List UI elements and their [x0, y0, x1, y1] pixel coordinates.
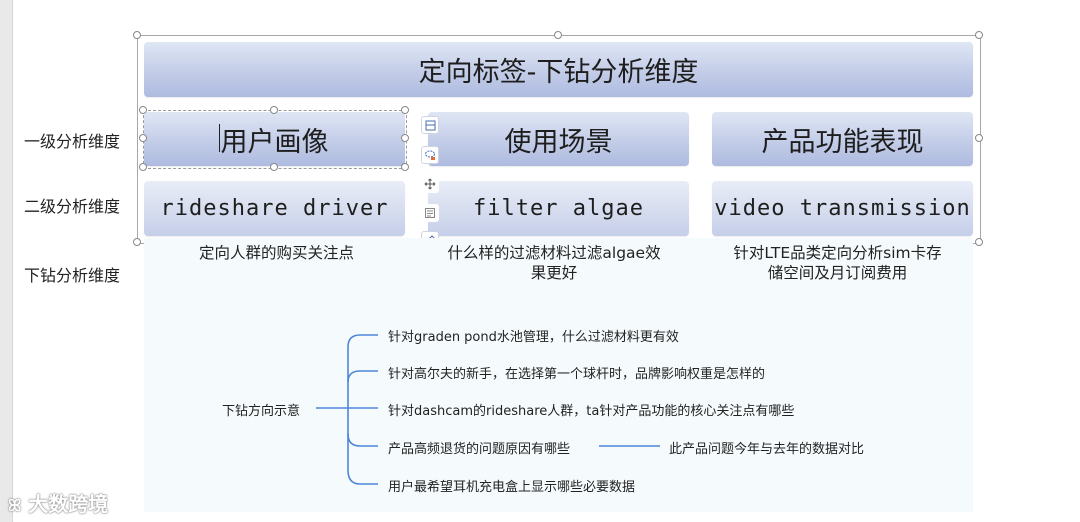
- resize-handle[interactable]: [401, 163, 409, 171]
- resize-handle[interactable]: [554, 31, 562, 39]
- resize-handle[interactable]: [975, 238, 983, 246]
- mindmap-sub-branch[interactable]: 此产品问题今年与去年的数据对比: [669, 442, 865, 457]
- resize-handle[interactable]: [139, 106, 147, 114]
- level1-box-usage-scenario[interactable]: 使用场景: [428, 112, 689, 166]
- row-label-level2: 二级分析维度: [24, 197, 121, 216]
- resize-handle[interactable]: [139, 134, 147, 142]
- move-icon[interactable]: [421, 175, 439, 193]
- resize-handle[interactable]: [975, 31, 983, 39]
- resize-handle[interactable]: [975, 134, 983, 142]
- level2-box-filter[interactable]: filter algae: [428, 181, 689, 236]
- resize-handle[interactable]: [133, 238, 141, 246]
- mindmap-branch[interactable]: 用户最希望耳机充电盒上显示哪些必要数据: [388, 480, 636, 495]
- mindmap-branch[interactable]: 针对高尔夫的新手，在选择第一个球杆时，品牌影响权重是怎样的: [388, 367, 766, 382]
- level2-label: filter algae: [473, 196, 644, 221]
- resize-handle[interactable]: [401, 106, 409, 114]
- page-title-text: 定向标签-下钻分析维度: [418, 57, 699, 88]
- resize-handle[interactable]: [270, 163, 278, 171]
- level1-label: 产品功能表现: [761, 126, 924, 158]
- level2-box-video[interactable]: video transmission: [712, 181, 973, 236]
- level2-label: video transmission: [714, 196, 971, 221]
- page-edge: [0, 0, 13, 522]
- mindmap-branch[interactable]: 针对dashcam的rideshare人群，ta针对产品功能的核心关注点有哪些: [388, 404, 795, 419]
- column-desc: 针对LTE品类定向分析sim卡存 储空间及月订阅费用: [705, 243, 970, 283]
- watermark-logo: ꕤ 大数跨境: [8, 488, 108, 517]
- column-desc: 定向人群的购买关注点: [198, 244, 354, 262]
- desc-line: 储空间及月订阅费用: [767, 264, 908, 282]
- level1-box-user-profile[interactable]: 用户画像: [144, 112, 405, 166]
- row-label-drilldown: 下钻分析维度: [24, 266, 121, 285]
- watermark-text: 大数跨境: [28, 492, 109, 516]
- layout-icon[interactable]: [421, 116, 439, 134]
- format-icon[interactable]: [421, 204, 439, 222]
- resize-handle[interactable]: [139, 163, 147, 171]
- page-title[interactable]: 定向标签-下钻分析维度: [144, 42, 973, 97]
- mindmap-branch[interactable]: 产品高频退货的问题原因有哪些: [388, 442, 571, 457]
- level1-label: 使用场景: [504, 126, 613, 158]
- wechat-icon: ꕤ: [8, 496, 22, 515]
- drilldown-panel: [144, 238, 973, 512]
- resize-handle[interactable]: [133, 31, 141, 39]
- row-label-level1: 一级分析维度: [24, 132, 121, 151]
- lasso-icon[interactable]: [421, 146, 439, 164]
- desc-line: 果更好: [530, 264, 578, 282]
- desc-line: 针对LTE品类定向分析sim卡存: [733, 244, 942, 262]
- level2-label: rideshare driver: [160, 196, 389, 221]
- resize-handle[interactable]: [401, 134, 409, 142]
- desc-line: 什么样的过滤材料过滤algae效: [447, 244, 661, 262]
- level1-box-product-function[interactable]: 产品功能表现: [712, 112, 973, 166]
- text-caret: [219, 124, 220, 152]
- level1-label: 用户画像: [220, 126, 329, 158]
- mindmap-root[interactable]: 下钻方向示意: [222, 404, 301, 419]
- level2-box-rideshare[interactable]: rideshare driver: [144, 181, 405, 236]
- mindmap-branch[interactable]: 针对graden pond水池管理，什么过滤材料更有效: [388, 330, 679, 345]
- column-desc: 什么样的过滤材料过滤algae效 果更好: [420, 243, 688, 283]
- resize-handle[interactable]: [270, 106, 278, 114]
